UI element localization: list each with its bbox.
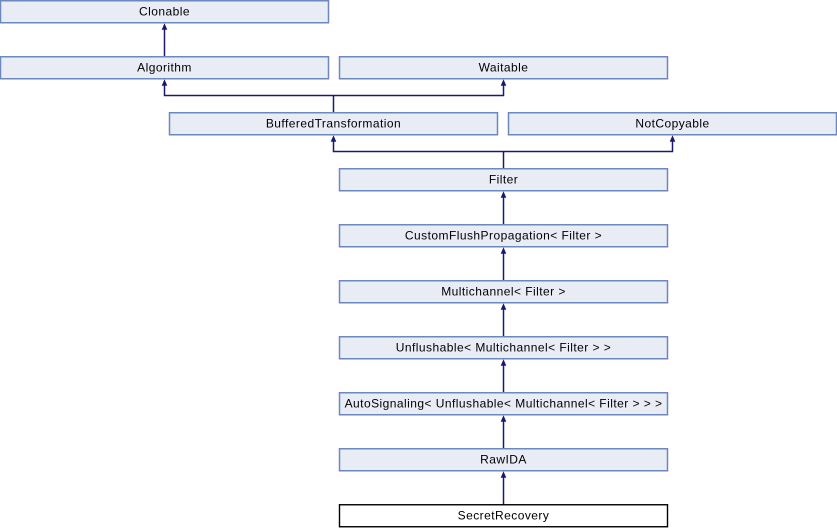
svg-text:RawIDA: RawIDA <box>480 452 527 466</box>
svg-text:SecretRecovery: SecretRecovery <box>458 508 550 522</box>
svg-text:BufferedTransformation: BufferedTransformation <box>266 116 401 130</box>
svg-text:Algorithm: Algorithm <box>137 60 192 74</box>
svg-text:Filter: Filter <box>489 172 518 186</box>
svg-text:Multichannel< Filter >: Multichannel< Filter > <box>441 284 566 298</box>
svg-text:AutoSignaling< Unflushable< Mu: AutoSignaling< Unflushable< Multichannel… <box>345 396 663 410</box>
svg-text:Unflushable< Multichannel< Fil: Unflushable< Multichannel< Filter > > <box>396 340 611 354</box>
svg-text:CustomFlushPropagation< Filter: CustomFlushPropagation< Filter > <box>405 228 602 242</box>
svg-text:NotCopyable: NotCopyable <box>635 116 709 130</box>
svg-text:Clonable: Clonable <box>139 4 190 18</box>
svg-text:Waitable: Waitable <box>479 60 529 74</box>
